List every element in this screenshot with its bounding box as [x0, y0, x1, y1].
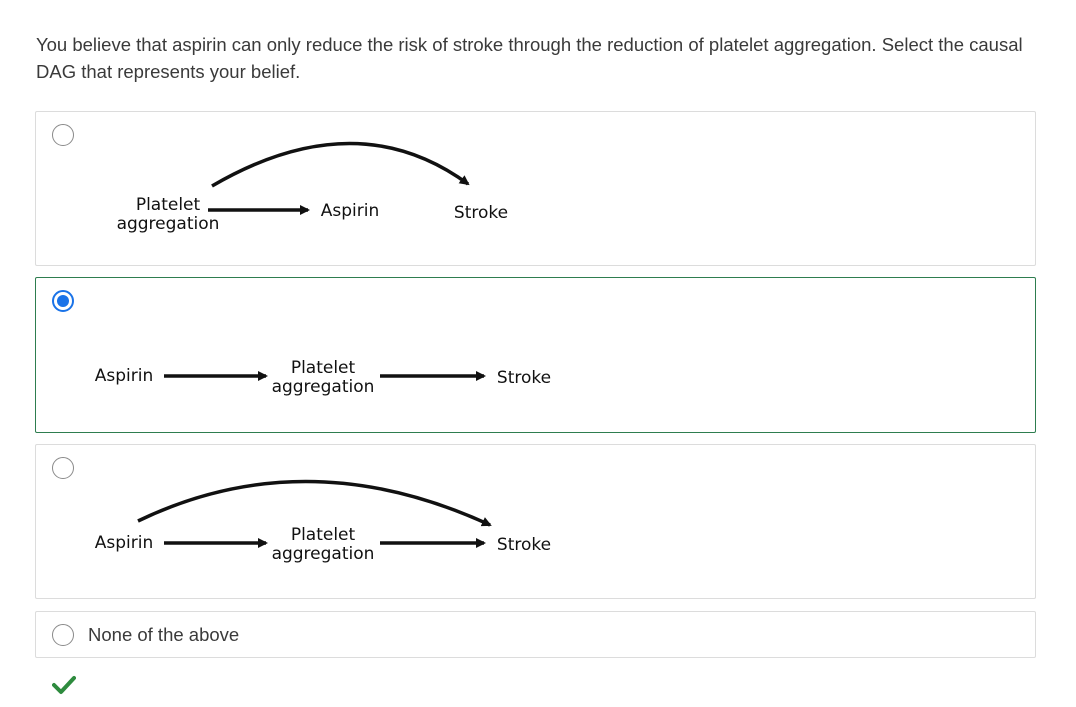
node-platelet-label-line1: Platelet: [136, 195, 201, 215]
dag-diagram-option-3: Aspirin Platelet aggregation Stroke: [95, 479, 551, 564]
option-label-none-of-the-above: None of the above: [88, 624, 240, 645]
radio-button-option-2[interactable]: [52, 290, 74, 312]
edge-aspirin-to-stroke-arc: [137, 479, 492, 527]
answer-option-4[interactable]: None of the above: [35, 611, 1036, 658]
edge-platelet-to-stroke-arc: [211, 141, 470, 188]
node-aspirin-label: Aspirin: [95, 533, 154, 553]
answer-option-2[interactable]: Aspirin Platelet aggregation Stroke: [35, 277, 1036, 433]
node-platelet-label-line2: aggregation: [272, 544, 375, 564]
node-aspirin-label: Aspirin: [321, 201, 380, 221]
node-stroke-label: Stroke: [497, 535, 551, 555]
node-platelet-label-line1: Platelet: [291, 358, 356, 378]
question-text: You believe that aspirin can only reduce…: [36, 34, 1023, 82]
node-stroke-label: Stroke: [454, 203, 508, 223]
node-aspirin-label: Aspirin: [95, 366, 154, 386]
node-platelet-label-line2: aggregation: [117, 214, 220, 234]
node-platelet-label-line2: aggregation: [272, 377, 375, 397]
radio-button-option-4[interactable]: [52, 624, 74, 646]
radio-button-option-1[interactable]: [52, 124, 74, 146]
answer-option-1[interactable]: Platelet aggregation Aspirin Stroke: [35, 111, 1036, 266]
node-stroke-label: Stroke: [497, 368, 551, 388]
checkmark-icon: [52, 676, 76, 694]
dag-diagram-option-2: Aspirin Platelet aggregation Stroke: [95, 358, 551, 397]
node-platelet-label-line1: Platelet: [291, 525, 356, 545]
answer-option-3[interactable]: Aspirin Platelet aggregation Stroke: [35, 444, 1036, 599]
radio-button-option-3[interactable]: [52, 457, 74, 479]
dag-diagram-option-1: Platelet aggregation Aspirin Stroke: [117, 141, 508, 234]
